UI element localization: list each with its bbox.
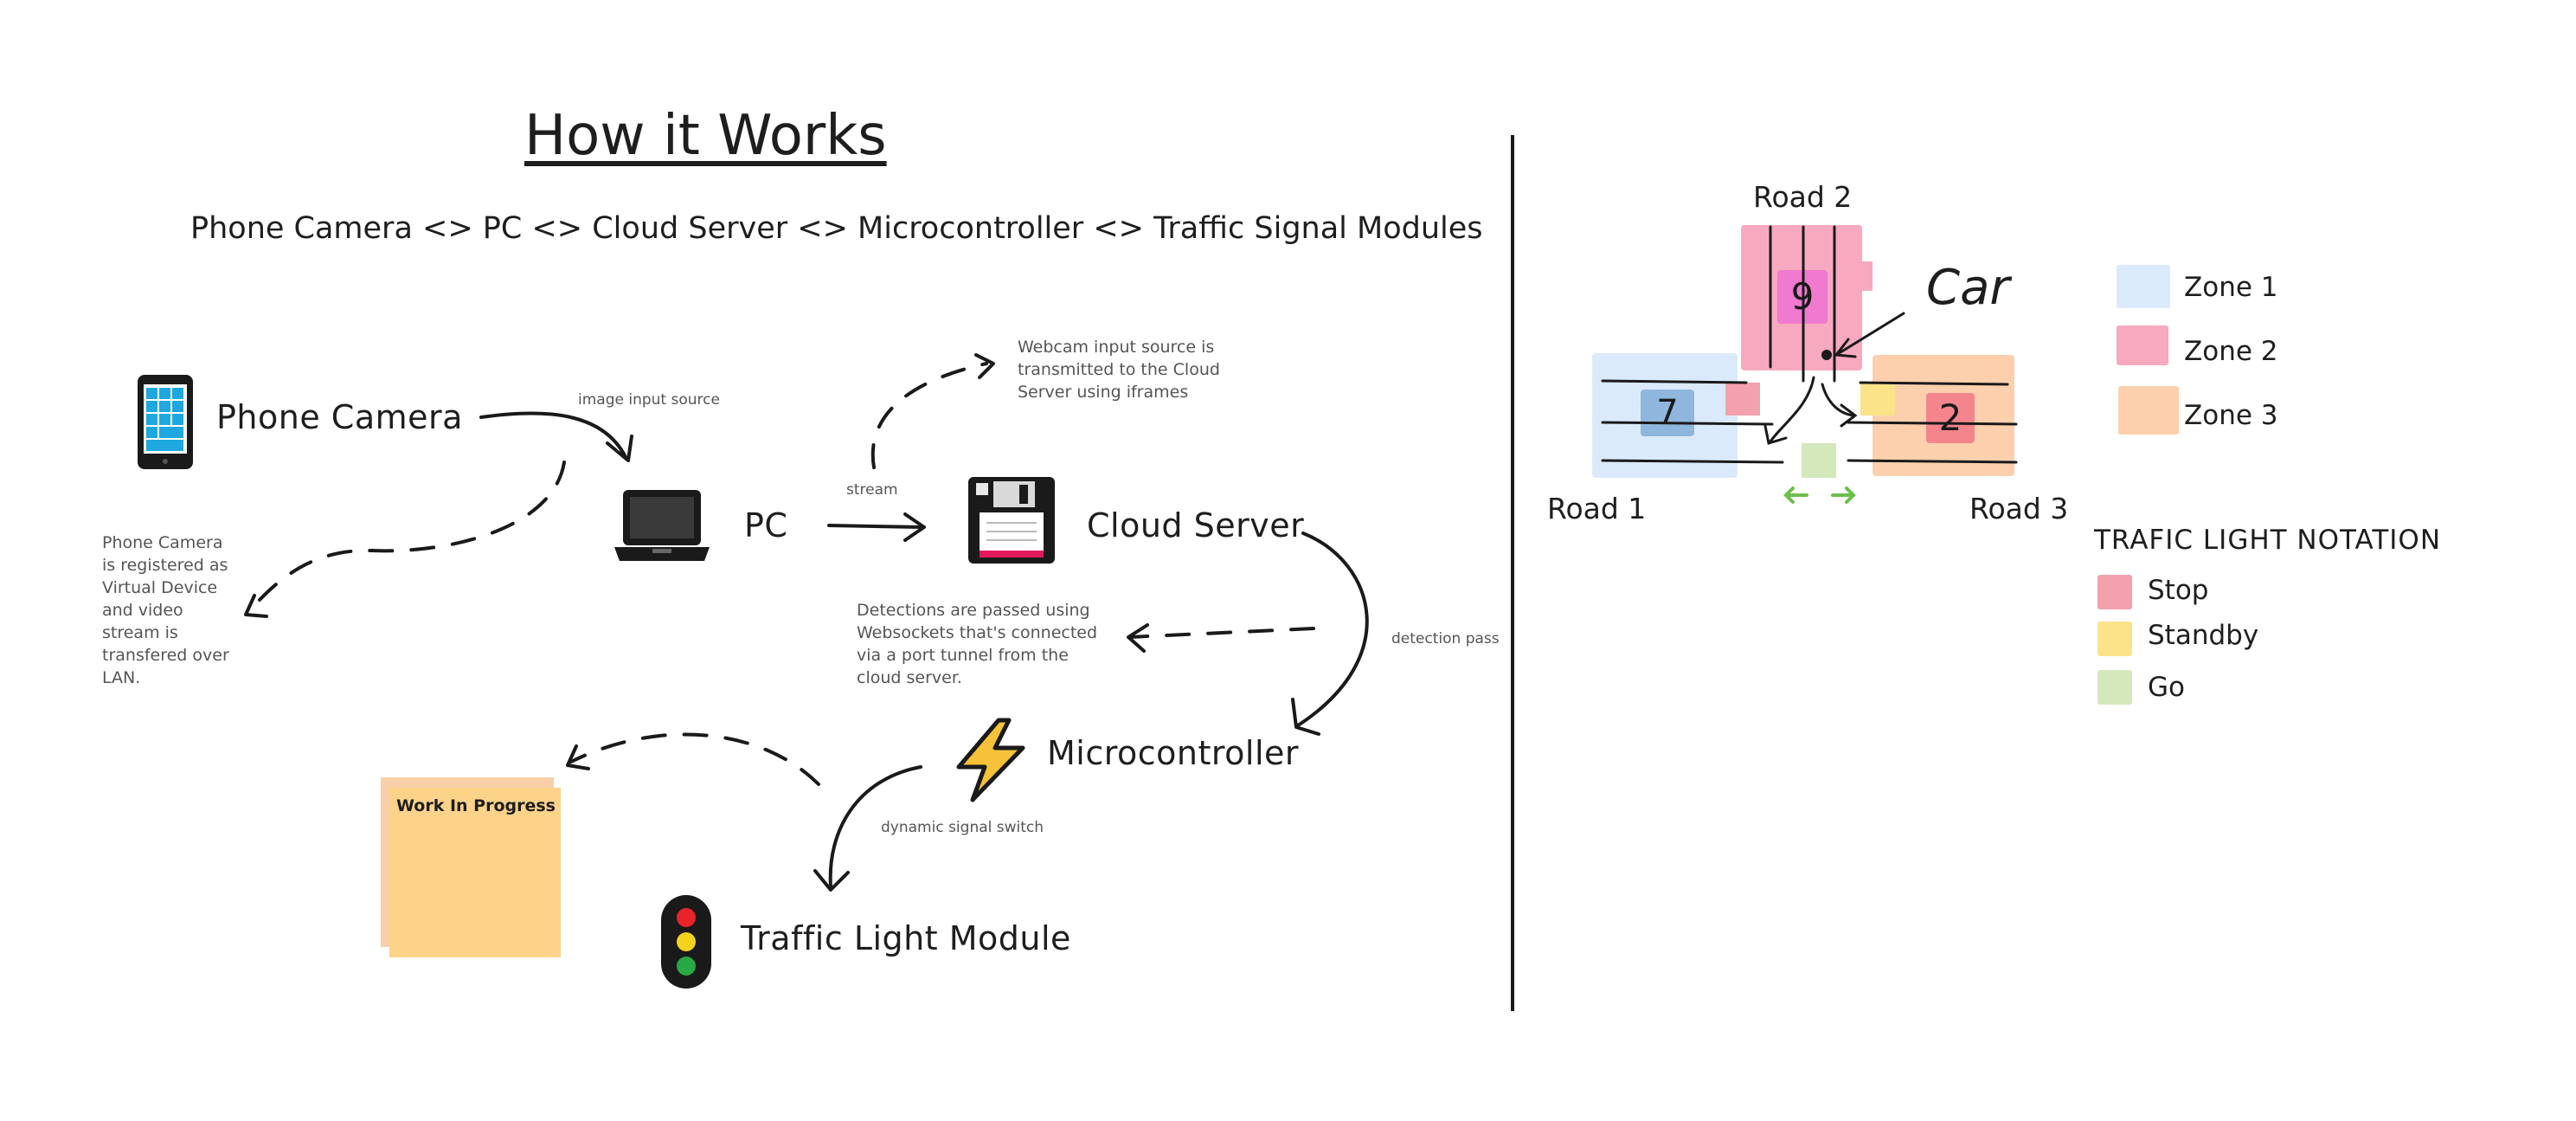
note-websockets: Detections are passed using Websockets t… bbox=[857, 601, 1098, 687]
standby-swatch bbox=[2097, 622, 2132, 656]
signal-go-road2 bbox=[1802, 443, 1836, 478]
sticky-note-text: Work In Progress bbox=[396, 796, 556, 815]
stop-legend-label: Stop bbox=[2148, 575, 2209, 606]
node-phone-camera: Phone Camera bbox=[216, 398, 463, 436]
zone-2-swatch bbox=[2117, 325, 2168, 365]
node-cloud-server: Cloud Server bbox=[1087, 506, 1305, 544]
label-dynamic-signal-switch: dynamic signal switch bbox=[881, 819, 1044, 836]
go-legend-label: Go bbox=[2148, 672, 2185, 703]
phone-icon bbox=[138, 375, 193, 469]
car-label: Car bbox=[1926, 260, 2010, 316]
zone-1-legend-label: Zone 1 bbox=[2184, 272, 2278, 303]
pipeline-text: Phone Camera <> PC <> Cloud Server <> Mi… bbox=[190, 211, 1483, 246]
zone-3-count: 2 bbox=[1938, 396, 1963, 439]
zone-3-count-badge: 2 bbox=[1926, 393, 1975, 443]
zone-3-legend-label: Zone 3 bbox=[2184, 400, 2278, 431]
floppy-disk-icon bbox=[968, 477, 1055, 564]
road-2-label: Road 2 bbox=[1753, 180, 1853, 214]
zone-2-notch bbox=[1859, 261, 1873, 291]
node-pc: PC bbox=[744, 506, 788, 544]
label-detection-pass: detection pass bbox=[1391, 630, 1500, 647]
zone-1-count-badge: 7 bbox=[1641, 390, 1694, 436]
note-phone-registration: Phone Camera is registered as Virtual De… bbox=[102, 533, 229, 687]
go-swatch bbox=[2097, 670, 2132, 705]
standby-legend-label: Standby bbox=[2148, 620, 2259, 651]
page-title: How it Works bbox=[524, 104, 887, 168]
label-image-input-source: image input source bbox=[578, 391, 720, 409]
road-3-label: Road 3 bbox=[1969, 492, 2069, 525]
zone-1-swatch bbox=[2117, 265, 2170, 308]
zone-1-count: 7 bbox=[1656, 393, 1679, 433]
sticky-note: Work In Progress bbox=[389, 788, 561, 957]
signal-standby-road3 bbox=[1860, 383, 1895, 416]
label-stream: stream bbox=[846, 481, 898, 499]
traffic-light-icon bbox=[661, 895, 711, 989]
laptop-icon bbox=[614, 490, 710, 561]
zone-2-legend-label: Zone 2 bbox=[2184, 336, 2278, 367]
signal-stop-road1 bbox=[1725, 383, 1760, 416]
note-webcam-iframes: Webcam input source is transmitted to th… bbox=[1018, 338, 1220, 402]
node-microcontroller: Microcontroller bbox=[1047, 734, 1300, 772]
node-traffic-light-module: Traffic Light Module bbox=[741, 919, 1071, 957]
traffic-legend-title: TRAFIC LIGHT NOTATION bbox=[2094, 525, 2442, 556]
stop-swatch bbox=[2097, 575, 2132, 609]
road-1-label: Road 1 bbox=[1547, 492, 1647, 525]
zone-3-swatch bbox=[2118, 386, 2179, 435]
lightning-icon bbox=[956, 718, 1025, 802]
